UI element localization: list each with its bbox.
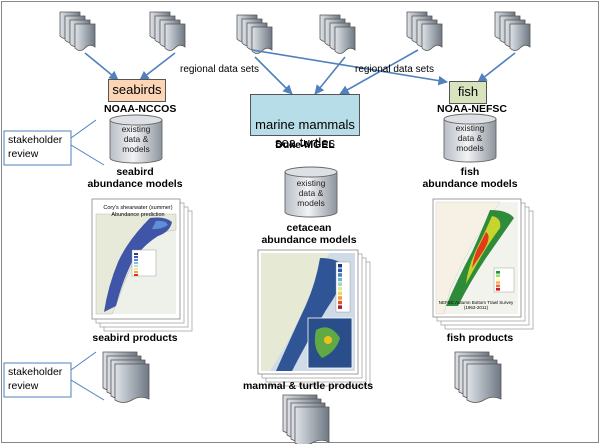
arrow-fish-left	[251, 49, 448, 86]
regional-data-label-right: regional data sets	[355, 64, 434, 75]
data-stack-fish-left	[406, 11, 443, 51]
review-line-2a	[70, 351, 97, 371]
regional-data-label-left: regional data sets	[180, 64, 259, 75]
fish-abundance-models: fish abundance models	[422, 166, 518, 191]
database-cylinder-seabird	[109, 114, 163, 164]
map-products	[91, 198, 534, 387]
data-stack-fish-right	[494, 11, 531, 51]
seabird-products-label: seabird products	[92, 332, 178, 344]
seabirds-org: NOAA-NCCOS	[104, 103, 177, 115]
arrow-mammals-right	[339, 49, 419, 95]
arrow-mammals-left	[254, 56, 293, 95]
review-line-1a	[70, 119, 97, 139]
review-line-1b	[70, 144, 105, 166]
fish-org: NOAA-NEFSC	[437, 103, 507, 115]
fish-label: fish	[457, 84, 479, 99]
fish-map-title: NEFSC Autumn Bottom Trawl Survey (1963-2…	[438, 300, 514, 310]
fish-products-label: fish products	[446, 332, 514, 344]
cetacean-abundance-models: cetacean abundance models	[261, 222, 357, 247]
mammals-label: marine mammals sea turtles	[255, 117, 355, 150]
fish-box: fish	[449, 81, 487, 104]
cylinder-label-seabird: existing data & models	[121, 124, 151, 154]
mammal-turtle-products-label: mammal & turtle products	[242, 380, 374, 392]
stakeholder-review-box-1	[3, 130, 72, 166]
arrow-seabirds-right	[139, 52, 176, 81]
product-stack-fish	[454, 351, 502, 403]
database-cylinders	[109, 113, 497, 218]
database-cylinder-cetacean	[284, 166, 338, 218]
data-stack-seabirds-right	[149, 11, 186, 51]
data-stack-mammals-left	[236, 14, 273, 54]
seabird-abundance-models: seabird abundance models	[87, 166, 183, 191]
mammals-box: marine mammals sea turtles	[250, 94, 360, 150]
arrow-seabirds-left	[84, 52, 119, 81]
arrow-mammals-center	[314, 56, 346, 95]
seabird-map	[91, 198, 193, 332]
seabirds-label: seabirds	[112, 82, 162, 97]
arrow-fish-right	[477, 52, 516, 83]
fish-map	[432, 198, 534, 330]
data-stack-seabirds-left	[59, 11, 96, 51]
review-line-2b	[70, 379, 105, 401]
database-cylinder-fish	[443, 113, 497, 163]
seabirds-box: seabirds	[108, 79, 166, 102]
stakeholder-review-box-2	[3, 362, 72, 398]
cetacean-map	[257, 249, 371, 387]
cylinder-label-cetacean: existing data & models	[296, 178, 326, 208]
product-stack-seabird	[102, 351, 150, 403]
data-stack-mammals-center	[319, 14, 356, 54]
document-stacks	[59, 11, 531, 444]
mammals-org: Duke-MGEL	[275, 139, 335, 151]
cylinder-label-fish: existing data & models	[455, 123, 485, 153]
product-stack-mammal	[282, 394, 330, 444]
stakeholder-review-text-2: stakeholder review	[8, 366, 63, 392]
seabird-map-title: Cory's shearwater (summer) Abundance pre…	[103, 205, 173, 218]
stakeholder-review-text-1: stakeholder review	[8, 134, 63, 160]
